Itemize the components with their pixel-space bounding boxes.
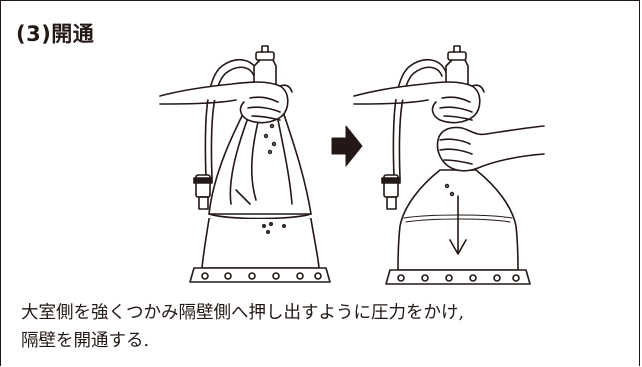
gripping-hand [159, 81, 289, 124]
caption-line-2: 隔壁を開通する. [21, 331, 150, 351]
caption-line-1: 大室側を強くつかみ隔壁側へ押し出すように圧力をかけ, [21, 303, 465, 323]
bottom-seal [385, 269, 531, 285]
step-title: (3)開通 [16, 22, 95, 46]
tube [204, 59, 259, 179]
bottom-seal [189, 267, 331, 283]
partition-seal [208, 213, 312, 220]
upper-chamber [208, 107, 312, 215]
squeezing-hand [436, 125, 545, 172]
tube [392, 59, 447, 179]
bag-before-opening [159, 45, 331, 283]
upper-gripping-hand [353, 81, 481, 124]
lower-chamber [201, 218, 320, 269]
bag-after-opening [353, 45, 545, 285]
instruction-caption: 大室側を強くつかみ隔壁側へ押し出すように圧力をかけ, 隔壁を開通する. [21, 299, 464, 355]
right-arrow-icon [331, 125, 363, 167]
